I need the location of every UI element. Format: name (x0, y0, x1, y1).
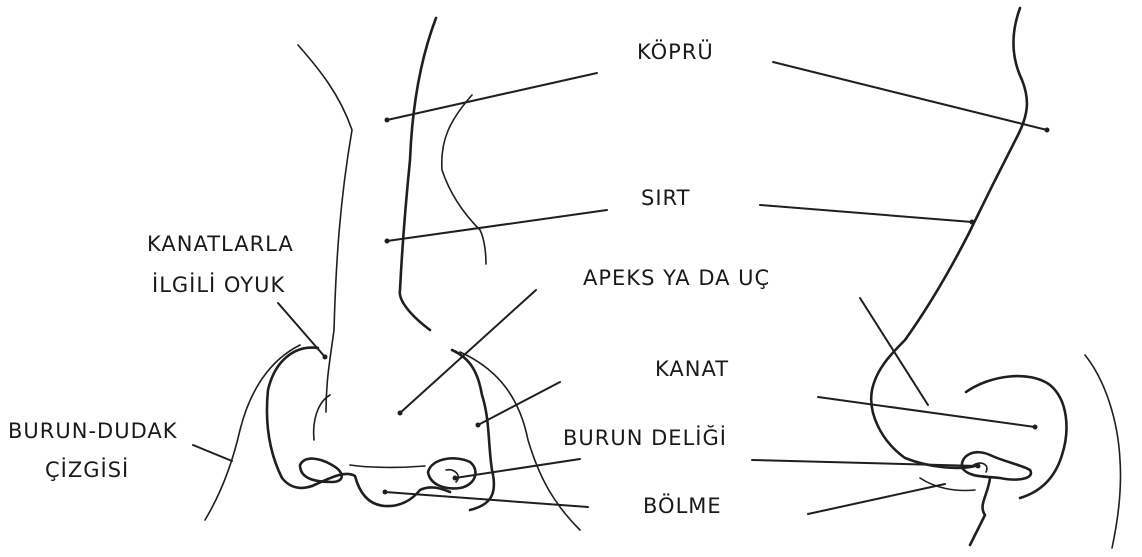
front-right-ala (452, 350, 494, 510)
front-left-nasolabial-fold (205, 345, 300, 520)
side-upper-lip (970, 478, 990, 545)
leader-nostril-side-dot (976, 464, 981, 469)
leader-apex-front (400, 290, 536, 413)
label-nostril: BURUN DELİĞİ (563, 428, 727, 449)
front-right-nostril (428, 458, 475, 488)
front-left-ala (267, 348, 318, 488)
label-septum: BÖLME (643, 496, 722, 517)
leader-nostril-side (752, 460, 978, 466)
leader-nasolabial (193, 445, 232, 461)
leader-septum-front (385, 492, 588, 507)
leader-bridge-side (773, 62, 1047, 130)
leader-ala-front (478, 382, 560, 425)
leader-bridge-front-dot (385, 118, 390, 123)
leader-dorsum-front (387, 210, 607, 241)
label-bridge: KÖPRÜ (637, 42, 714, 63)
leader-apex-front-dot (398, 411, 403, 416)
front-right-nostril-inner (446, 470, 458, 482)
front-bridge-right-outline (400, 18, 436, 330)
front-left-ala-groove (314, 395, 330, 440)
leader-septum-side (808, 484, 945, 514)
leader-dorsum-front-dot (385, 239, 390, 244)
label-ala: KANAT (655, 359, 729, 380)
leader-alar-groove-dot (323, 355, 328, 360)
side-profile-line (871, 8, 1027, 468)
front-left-nostril (300, 459, 342, 482)
leader-bridge-side-dot (1045, 128, 1050, 133)
leader-nostril-front-dot (453, 476, 458, 481)
side-view-nose (871, 8, 1120, 548)
label-alar-groove-line1: KANATLARLA (147, 234, 294, 255)
label-dorsum: SIRT (641, 188, 690, 209)
label-nasolabial-line1: BURUN-DUDAK (8, 421, 178, 442)
label-apex: APEKS YA DA UÇ (583, 268, 770, 289)
label-nasolabial-line2: ÇİZGİSİ (45, 460, 129, 481)
leader-dorsum-side-dot (970, 220, 975, 225)
front-cheek-contour (442, 95, 486, 264)
side-cheek-curve (1085, 355, 1121, 548)
leader-ala-side-dot (1033, 425, 1038, 430)
leader-apex-side (860, 298, 928, 405)
label-alar-groove-line2: İLGİLİ OYUK (152, 275, 285, 296)
leader-septum-front-dot (383, 490, 388, 495)
front-septum-line (350, 465, 425, 467)
leader-ala-front-dot (476, 423, 481, 428)
leader-dorsum-side (760, 205, 972, 222)
